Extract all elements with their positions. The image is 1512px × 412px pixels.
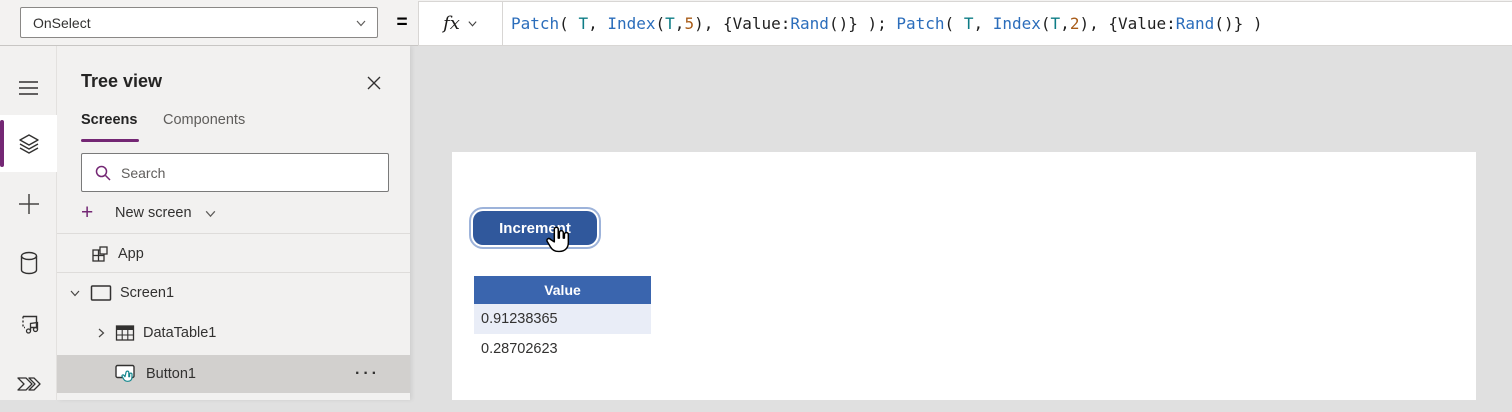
rail-selection-indicator — [0, 120, 4, 167]
chevron-down-icon — [355, 17, 367, 29]
increment-button[interactable]: Increment — [469, 207, 601, 249]
screen-icon — [90, 284, 112, 302]
chevron-down-icon[interactable] — [67, 287, 83, 299]
plus-icon: + — [81, 201, 94, 224]
equals-sign: = — [396, 12, 408, 33]
formula-bar: OnSelect = fx Patch( T, Index(T,5), {Val… — [0, 0, 1512, 46]
fx-dropdown-button[interactable]: fx — [419, 2, 503, 45]
data-table-control[interactable]: Value 0.91238365 0.28702623 — [474, 276, 651, 364]
formula-code-editor[interactable]: Patch( T, Index(T,5), {Value:Rand()} ); … — [511, 14, 1263, 33]
tree-item-datatable1[interactable]: DataTable1 — [57, 313, 410, 352]
tree-item-screen1[interactable]: Screen1 — [57, 273, 410, 312]
tree-item-label: Button1 — [146, 366, 196, 382]
tree-item-button1[interactable]: Button1 ··· — [57, 355, 410, 393]
tree-view-panel: Tree view Screens Components + New scree… — [57, 46, 410, 400]
tree-item-label: Screen1 — [120, 284, 175, 301]
new-screen-label: New screen — [115, 205, 192, 221]
tab-screens[interactable]: Screens — [81, 112, 138, 128]
table-header-value: Value — [474, 276, 651, 304]
table-row[interactable]: 0.28702623 — [481, 341, 558, 357]
search-box — [81, 153, 389, 192]
tree-item-app[interactable]: App — [57, 234, 410, 273]
media-icon[interactable] — [0, 296, 57, 352]
left-navigation-rail — [0, 46, 57, 400]
divider — [57, 233, 410, 234]
more-options-button[interactable]: ··· — [355, 365, 380, 382]
tree-view-layers-icon[interactable] — [0, 115, 57, 172]
table-icon — [115, 324, 135, 342]
power-automate-icon[interactable] — [0, 356, 57, 412]
table-row[interactable]: 0.91238365 — [474, 304, 651, 334]
formula-input-area: fx Patch( T, Index(T,5), {Value:Rand()} … — [418, 1, 1512, 46]
hamburger-menu-icon[interactable] — [0, 60, 57, 116]
fx-icon: fx — [443, 13, 460, 34]
active-tab-underline — [81, 139, 139, 142]
property-dropdown-value: OnSelect — [33, 14, 91, 31]
chevron-down-icon — [467, 18, 478, 29]
tree-item-label: App — [118, 245, 144, 262]
data-cylinder-icon[interactable] — [0, 235, 57, 291]
property-dropdown[interactable]: OnSelect — [20, 7, 378, 38]
search-icon — [95, 165, 111, 181]
app-canvas[interactable]: Increment Value 0.91238365 0.28702623 — [452, 152, 1476, 400]
button-icon — [114, 363, 138, 385]
panel-title: Tree view — [81, 71, 163, 91]
divider — [57, 272, 410, 273]
chevron-right-icon[interactable] — [93, 327, 109, 339]
new-screen-button[interactable]: + New screen — [81, 196, 389, 230]
app-icon — [90, 244, 110, 264]
chevron-down-icon — [204, 207, 217, 220]
tab-components[interactable]: Components — [163, 112, 246, 128]
search-input[interactable] — [121, 154, 388, 191]
close-icon[interactable] — [360, 69, 388, 97]
insert-plus-icon[interactable] — [0, 176, 57, 232]
tree-item-label: DataTable1 — [143, 324, 217, 341]
